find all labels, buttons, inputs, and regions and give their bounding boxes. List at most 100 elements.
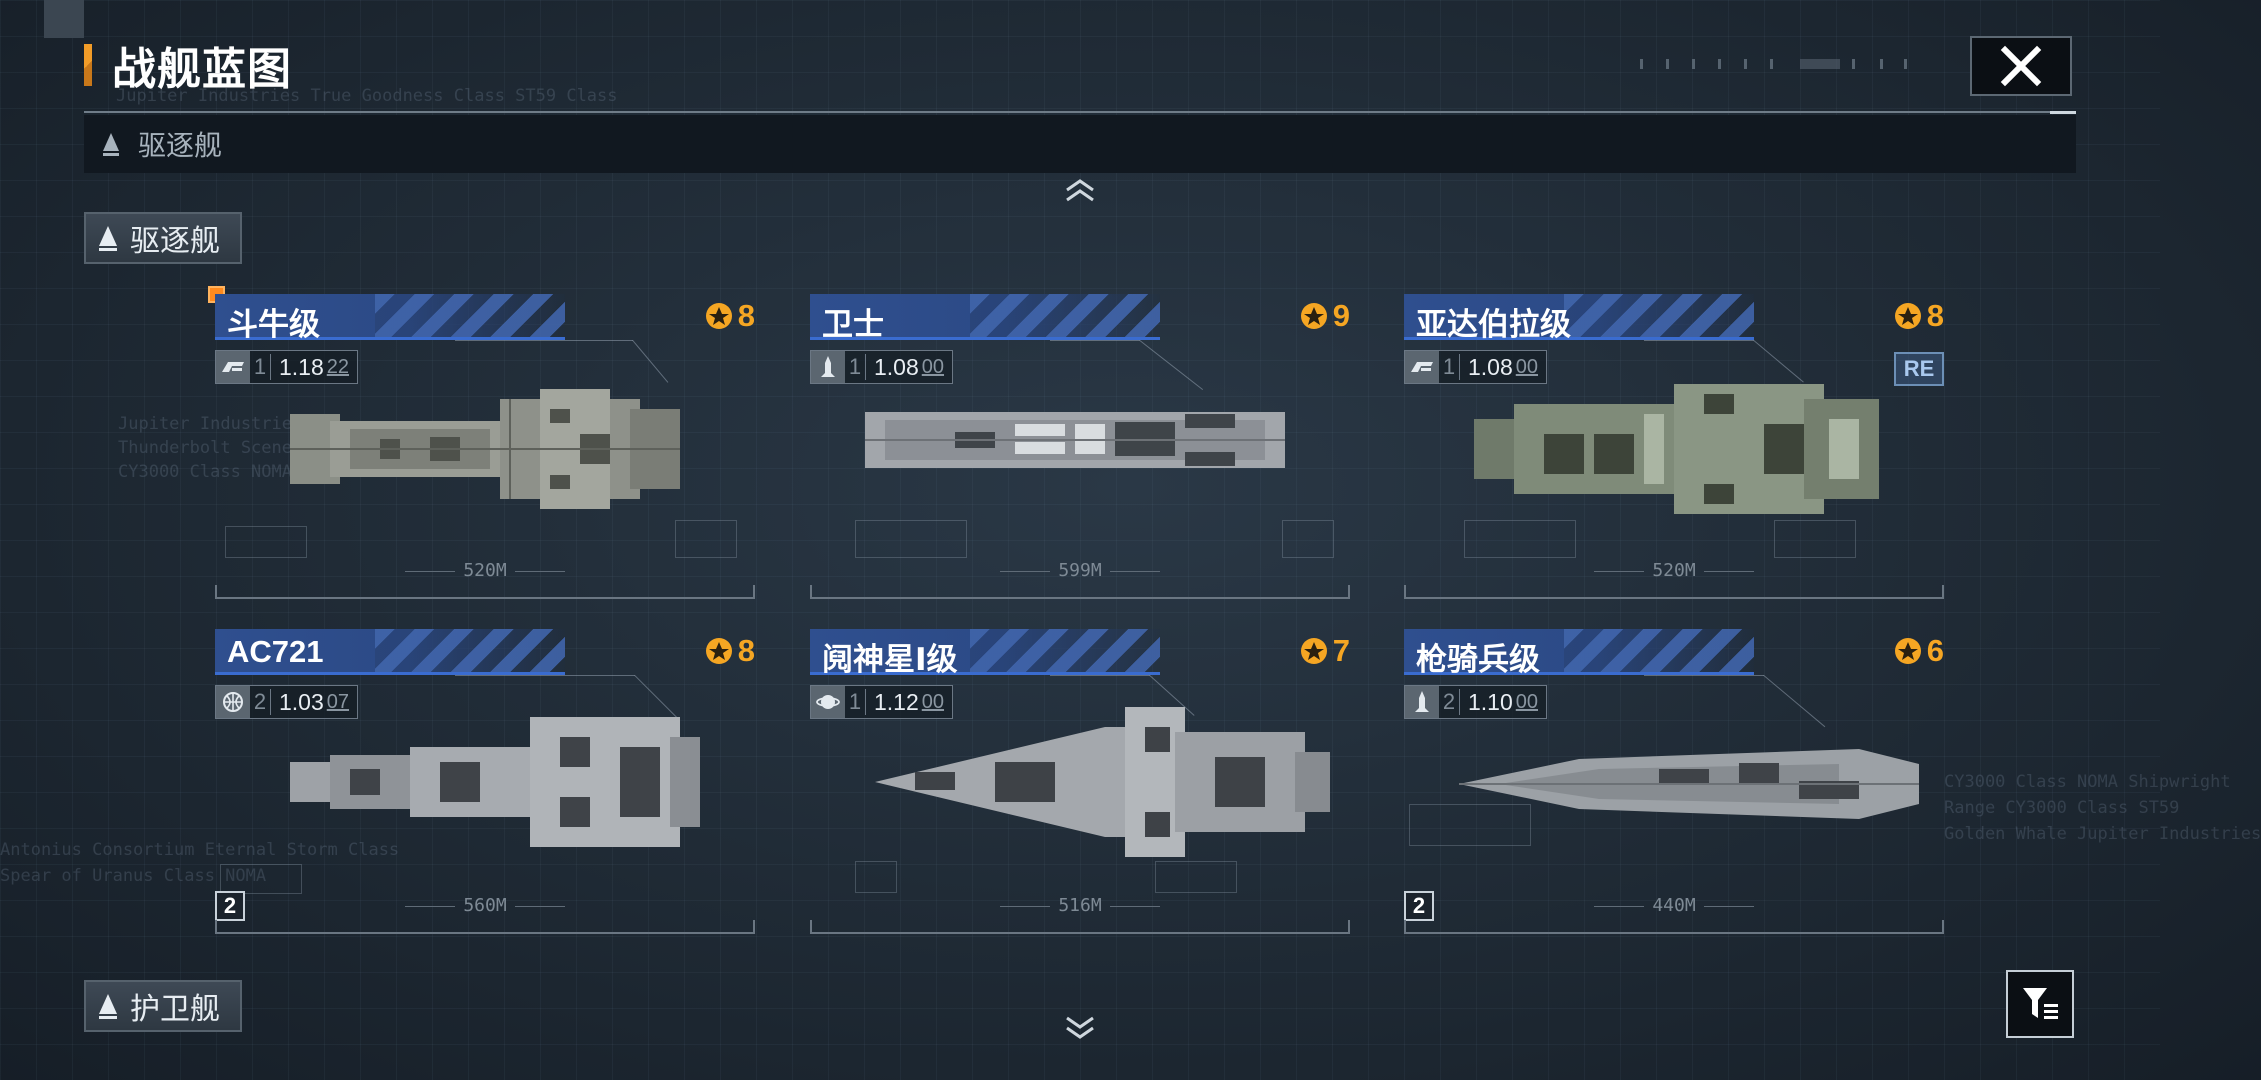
rank-emblem-icon (1300, 638, 1327, 664)
divider-cap (2050, 111, 2076, 114)
ship-card[interactable]: 斗牛级 8 1 1.18 22 520M (215, 294, 755, 599)
ghost-text: Range CY3000 Class ST59 (1944, 798, 2180, 818)
chevron-down-icon[interactable] (1064, 1016, 1096, 1040)
length-value: 440M (1652, 895, 1696, 916)
length-ruler (215, 585, 755, 599)
ship-card[interactable]: 枪骑兵级 6 2 1.10 00 2 440M (1404, 629, 1944, 934)
ship-subversion: 00 (1515, 690, 1539, 713)
chevron-up-icon[interactable] (1064, 178, 1096, 202)
ship-stats: 1 1.12 00 (810, 685, 954, 719)
ghost-text: Golden Whale Jupiter Industries (1944, 824, 2261, 844)
ship-tier: 1 (845, 354, 866, 380)
ship-length: 599M (810, 560, 1350, 581)
ghost-text: CY3000 Class NOMA (118, 462, 292, 482)
length-ruler (1404, 585, 1944, 599)
frigate-icon (1405, 686, 1439, 718)
ship-subversion: 07 (326, 690, 350, 713)
card-header: 阋神星Ⅰ级 (810, 629, 1160, 677)
leader-line (1763, 675, 1826, 728)
card-header: 枪骑兵级 (1404, 629, 1754, 677)
level-badge: 7 (1299, 633, 1350, 669)
destroyer-icon (103, 133, 119, 156)
length-value: 520M (463, 560, 507, 581)
ghost-text: Jupiter Industries (118, 414, 303, 434)
leader-line (1050, 675, 1150, 676)
card-header: 亚达伯拉级 (1404, 294, 1754, 342)
level-value: 8 (737, 633, 755, 668)
leader-line (455, 675, 635, 676)
ghost-text: Spear of Uranus Class NOMA (0, 866, 267, 886)
level-badge: 6 (1893, 633, 1944, 669)
ghost-text: Antonius Consortium Eternal Storm Class (0, 840, 400, 860)
ship-name: 斗牛级 (227, 307, 320, 342)
length-ruler (810, 920, 1350, 934)
blueprint-sketch (225, 526, 307, 558)
ship-tier: 1 (845, 689, 866, 715)
ship-card[interactable]: 阋神星Ⅰ级 7 1 1.12 00 516M (810, 629, 1350, 934)
level-badge: 9 (1299, 298, 1350, 334)
ship-card[interactable]: AC721 8 2 1.03 07 2 560M (215, 629, 755, 934)
ship-image (1474, 384, 1879, 514)
ship-version: 1.08 (1468, 353, 1513, 380)
category-label: 驱逐舰 (138, 130, 223, 161)
length-ruler (810, 585, 1350, 599)
section-label: 驱逐舰 (130, 225, 220, 258)
destroyer-icon (99, 226, 117, 251)
ship-stats: 1 1.18 22 (215, 350, 359, 384)
ship-subversion: 00 (1515, 355, 1539, 378)
rank-emblem-icon (1300, 303, 1327, 329)
blueprint-sketch (1155, 861, 1237, 893)
page-header: 战舰蓝图 (84, 42, 292, 94)
level-value: 9 (1332, 298, 1350, 333)
blueprint-sketch (855, 861, 897, 893)
level-value: 8 (1926, 298, 1944, 333)
ship-version: 1.08 (874, 353, 919, 380)
blueprint-sketch (1282, 520, 1334, 558)
ship-tier: 2 (250, 689, 271, 715)
ship-length: 516M (810, 895, 1350, 916)
ship-card[interactable]: 卫士 9 1 1.08 00 599M (810, 294, 1350, 599)
section-label: 护卫舰 (130, 993, 220, 1026)
length-value: 599M (1058, 560, 1102, 581)
ship-version: 1.10 (1468, 688, 1513, 715)
level-badge: 8 (704, 298, 755, 334)
ship-card[interactable]: 亚达伯拉级 8 1 1.08 00 RE 520M (1404, 294, 1944, 599)
leader-line (1644, 675, 1764, 676)
card-header: 卫士 (810, 294, 1160, 342)
section-tab-destroyer[interactable]: 驱逐舰 (84, 212, 242, 264)
ship-stats: 2 1.03 07 (215, 685, 359, 719)
ship-tier: 1 (1439, 354, 1460, 380)
level-value: 6 (1926, 633, 1944, 668)
card-header: AC721 (215, 629, 565, 675)
section-tab-escort[interactable]: 护卫舰 (84, 980, 242, 1032)
ship-length: 520M (1404, 560, 1944, 581)
ghost-caption: Jupiter Industries True Goodness Class S… (116, 86, 618, 106)
ship-version: 1.18 (279, 353, 324, 380)
page-title: 战舰蓝图 (112, 45, 292, 94)
filter-button[interactable] (2006, 970, 2074, 1038)
carrier-icon (1405, 351, 1439, 383)
close-button[interactable] (1970, 36, 2072, 96)
ship-image (290, 389, 680, 509)
length-value: 520M (1652, 560, 1696, 581)
rank-emblem-icon (1894, 638, 1921, 664)
ship-subversion: 22 (326, 355, 350, 378)
corner-marker (44, 0, 84, 38)
count-badge: 2 (215, 891, 245, 921)
ship-name: 亚达伯拉级 (1416, 307, 1571, 342)
blueprint-sketch (1464, 520, 1576, 558)
leader-line (632, 340, 669, 383)
planet-icon (811, 686, 845, 718)
category-dropdown[interactable]: 驱逐舰 (84, 115, 2076, 173)
ship-name: 卫士 (822, 307, 884, 342)
ship-tier: 1 (250, 354, 271, 380)
length-value: 560M (463, 895, 507, 916)
blueprint-sketch (1409, 804, 1531, 846)
globe-icon (216, 686, 250, 718)
leader-line (634, 675, 678, 719)
ship-subversion: 00 (921, 690, 945, 713)
level-badge: 8 (704, 633, 755, 669)
ghost-text: CY3000 Class NOMA Shipwright (1944, 772, 2231, 792)
ship-length: 520M (215, 560, 755, 581)
count-badge: 2 (1404, 891, 1434, 921)
